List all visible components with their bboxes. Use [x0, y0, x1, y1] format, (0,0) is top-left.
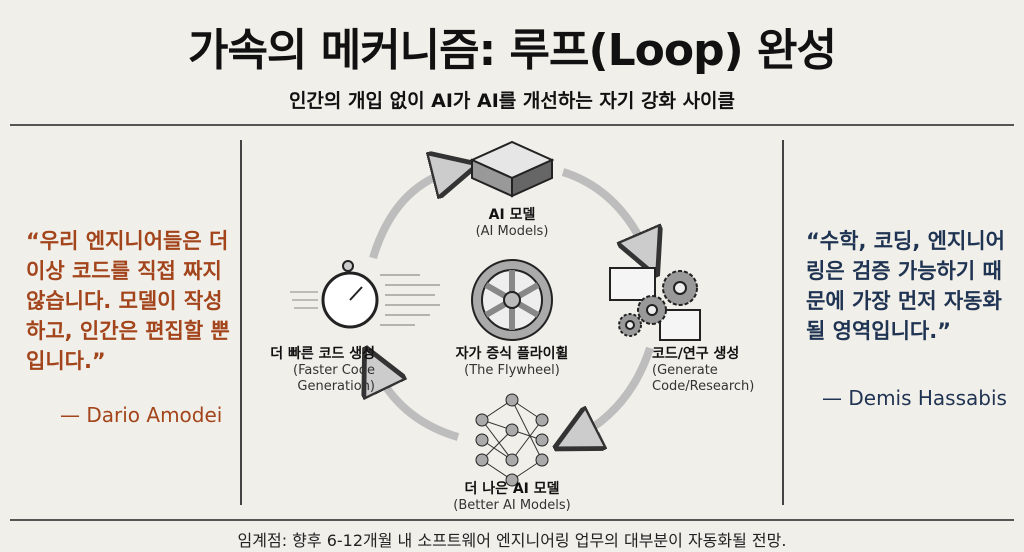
stopwatch-icon	[290, 260, 440, 329]
quote-right: “수학, 코딩, 엔지니어링은 검증 가능하기 때문에 가장 먼저 자동화될 영…	[806, 229, 1005, 343]
divider-top	[10, 124, 1014, 126]
quote-left: “우리 엔지니어들은 더 이상 코드를 직접 짜지 않습니다. 모델이 작성하고…	[26, 229, 230, 373]
arrow-left-to-top	[369, 170, 455, 260]
node-ai-models: AI 모델 (AI Models)	[442, 206, 582, 240]
neural-network-icon	[475, 393, 549, 487]
node-faster-code: 더 빠른 코드 생성 (Faster Code Generation)	[255, 345, 375, 395]
node-better-models: 더 나은 AI 모델 (Better AI Models)	[442, 480, 582, 514]
footer-note: 임계점: 향후 6-12개월 내 소프트웨어 엔지니어링 업무의 대부분이 자동…	[237, 531, 787, 550]
divider-bottom	[10, 519, 1014, 521]
node-subtitle: (The Flywheel)	[464, 363, 560, 378]
node-title: 더 나은 AI 모델	[464, 481, 560, 497]
divider-left	[240, 140, 242, 505]
node-subtitle: (Better AI Models)	[453, 498, 571, 513]
page-title: 가속의 메커니즘: 루프(Loop) 완성	[187, 25, 837, 76]
divider-right	[782, 140, 784, 505]
node-generate-code: 코드/연구 생성 (Generate Code/Research)	[652, 345, 762, 395]
node-subtitle: (AI Models)	[475, 224, 549, 239]
node-subtitle: (Generate Code/Research)	[652, 363, 755, 394]
node-title: AI 모델	[488, 207, 536, 223]
node-subtitle: (Faster Code Generation)	[293, 363, 375, 394]
arrow-bottom-to-left	[375, 368, 460, 441]
arrow-right-to-bottom	[575, 346, 654, 438]
page-subtitle: 인간의 개입 없이 AI가 AI를 개선하는 자기 강화 사이클	[288, 90, 736, 112]
gears-icon	[609, 267, 701, 341]
quote-left-author: — Dario Amodei	[60, 403, 223, 427]
node-title: 자가 증식 플라이휠	[455, 346, 569, 362]
node-title: 코드/연구 생성	[652, 346, 740, 362]
node-title: 더 빠른 코드 생성	[270, 346, 375, 362]
flywheel-icon	[471, 259, 553, 341]
chip-icon	[469, 140, 555, 198]
arrow-top-to-right	[561, 168, 648, 255]
quote-right-author: — Demis Hassabis	[822, 386, 1007, 410]
node-flywheel: 자가 증식 플라이휠 (The Flywheel)	[440, 345, 584, 379]
